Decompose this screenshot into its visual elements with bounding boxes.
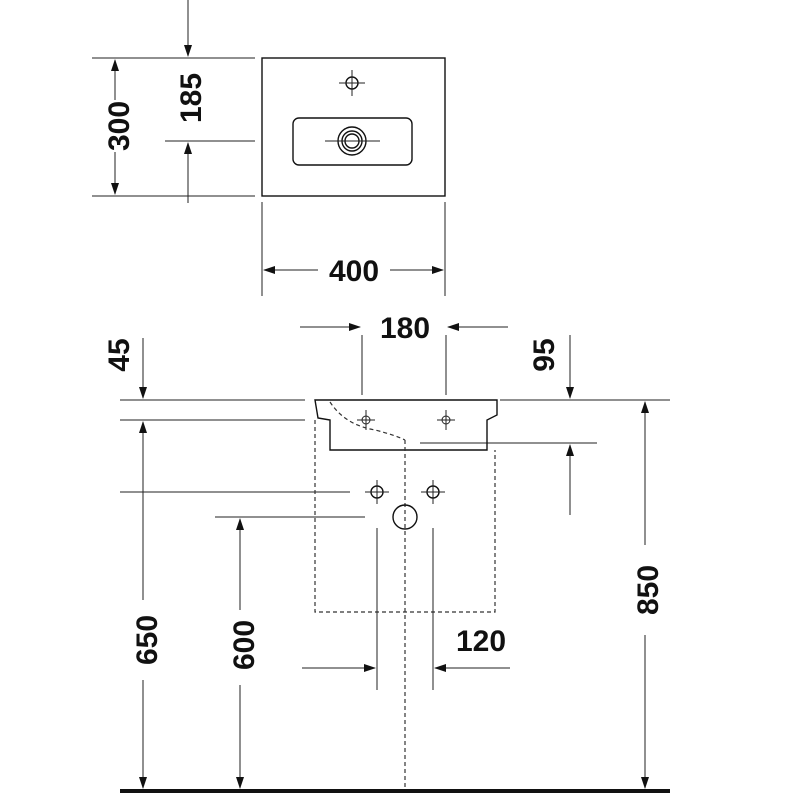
dimension-label: 650 (131, 615, 164, 665)
dimension-600: 600 (228, 518, 261, 789)
dimension-label: 300 (103, 101, 136, 151)
dimension-label: 120 (456, 625, 506, 658)
dimension-label: 400 (329, 255, 379, 288)
tap-hole-icon (437, 410, 455, 430)
dimension-label: 45 (103, 338, 136, 371)
dimension-400: 400 (261, 202, 446, 296)
valve-icon (421, 480, 445, 504)
dimension-label: 850 (632, 565, 665, 615)
dimension-label: 185 (175, 73, 208, 123)
dimension-180: 180 (300, 312, 508, 395)
dimension-95: 95 (528, 335, 574, 515)
dimension-label: 180 (380, 312, 430, 345)
tap-hole-icon (357, 410, 375, 430)
dimension-300: 300 (92, 57, 255, 197)
valve-icon (365, 480, 389, 504)
dimension-120: 120 (302, 528, 510, 690)
dimension-185: 185 (165, 0, 255, 203)
drain-icon (325, 126, 380, 156)
dimension-label: 95 (528, 338, 561, 371)
dimension-45: 45 (103, 338, 147, 399)
tap-hole-icon (339, 70, 365, 96)
dimension-650: 650 (131, 421, 164, 789)
waste-outlet-icon (392, 504, 418, 530)
basin-front-view (314, 399, 498, 792)
plan-view (261, 57, 446, 197)
dimension-label: 600 (228, 620, 261, 670)
dimension-850: 850 (632, 401, 665, 789)
